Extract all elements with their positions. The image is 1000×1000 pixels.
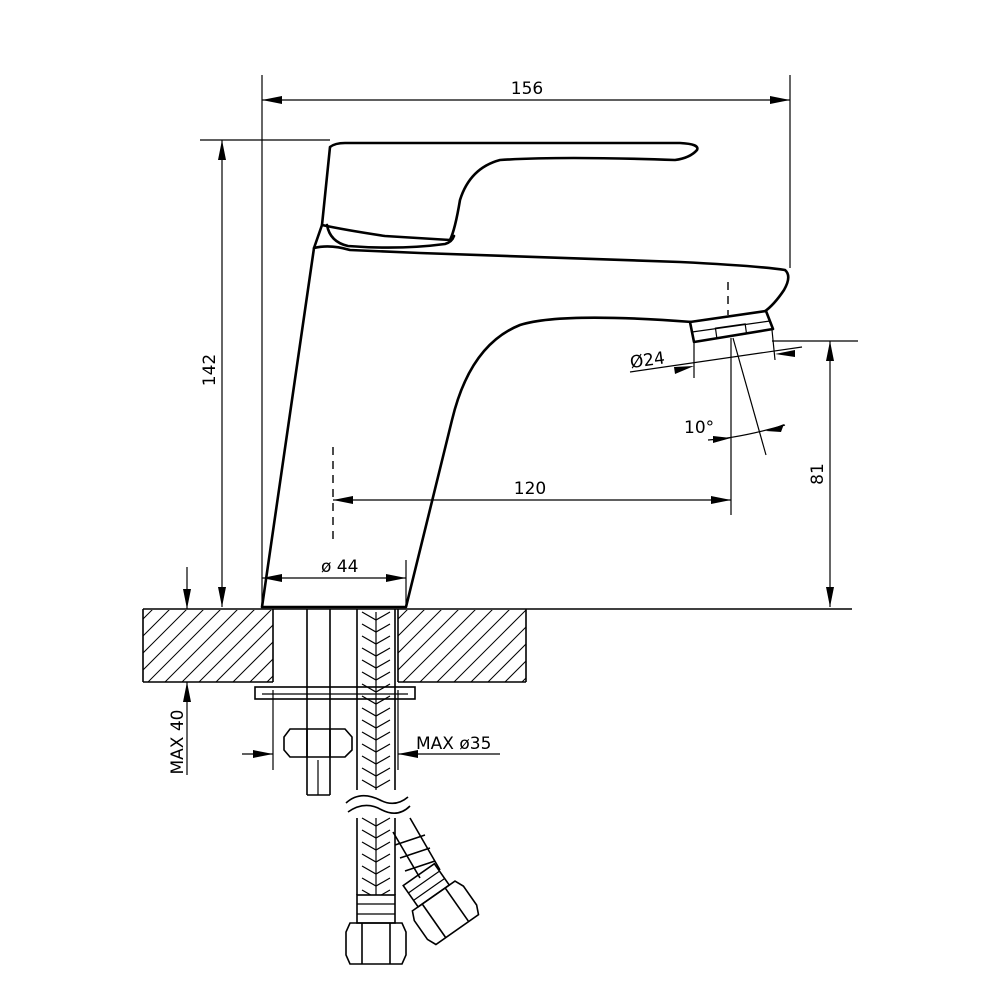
spray-angle-line bbox=[732, 337, 767, 456]
dim-label-10deg: 10° bbox=[684, 418, 714, 438]
hatch-line bbox=[181, 610, 255, 682]
hatch-line bbox=[335, 609, 408, 682]
dimension-overall-width: 156 bbox=[262, 79, 790, 104]
hatch-line bbox=[147, 610, 221, 682]
hatch-line bbox=[539, 609, 612, 682]
hatch-line bbox=[521, 677, 526, 682]
dim-label-44: ø 44 bbox=[321, 557, 358, 577]
dim-label-120: 120 bbox=[514, 479, 546, 499]
hatch-line bbox=[318, 609, 391, 682]
dim-label-142: 142 bbox=[200, 354, 220, 386]
hatch-line bbox=[232, 641, 273, 682]
dim-label-24: Ø24 bbox=[629, 348, 666, 373]
countertop-section bbox=[63, 608, 852, 683]
mounting-hardware bbox=[254, 609, 416, 796]
hatch-line bbox=[573, 609, 646, 682]
hatch-line bbox=[398, 610, 408, 620]
hatch-line bbox=[143, 610, 187, 654]
dim-label-max35: MAX ø35 bbox=[416, 734, 491, 754]
hatch-line bbox=[215, 624, 273, 682]
faucet-body bbox=[260, 141, 790, 609]
hatch-line bbox=[143, 610, 153, 620]
hatch-line bbox=[590, 609, 663, 682]
dimension-spray-angle: 10° bbox=[684, 418, 786, 443]
hatch-line bbox=[419, 610, 493, 682]
deck-hatching-left bbox=[63, 609, 408, 682]
hatch-line bbox=[318, 609, 391, 682]
extension-lines bbox=[200, 75, 858, 607]
hatch-line bbox=[301, 609, 374, 682]
hatch-line bbox=[63, 609, 136, 682]
deck-hatching-right bbox=[318, 609, 663, 682]
hatch-line bbox=[436, 610, 510, 682]
hatch-line bbox=[487, 643, 526, 682]
hatch-line bbox=[143, 610, 170, 637]
hatch-line bbox=[398, 610, 459, 671]
hatch-line bbox=[504, 660, 526, 682]
hose-braid-mark bbox=[361, 889, 391, 895]
hatch-line bbox=[470, 626, 526, 682]
hatch-line bbox=[398, 610, 442, 654]
hatch-line bbox=[398, 610, 425, 637]
hatch-line bbox=[284, 609, 357, 682]
dimension-aerator-diameter: Ø24 bbox=[629, 329, 803, 378]
dim-label-max40: MAX 40 bbox=[168, 710, 188, 775]
dimension-max-hole-diameter: MAX ø35 bbox=[242, 690, 500, 770]
hatch-line bbox=[143, 610, 204, 671]
hatch-line bbox=[453, 610, 526, 682]
dim-label-156: 156 bbox=[511, 79, 543, 99]
supply-hoses bbox=[345, 609, 480, 965]
dimension-max-deck-thickness: MAX 40 bbox=[168, 567, 191, 775]
hatch-line bbox=[164, 610, 238, 682]
dimension-base-diameter: ø 44 bbox=[262, 557, 406, 582]
hatch-line bbox=[249, 658, 273, 682]
dimension-spout-reach: 120 bbox=[333, 479, 731, 504]
dimension-overall-height: 142 bbox=[200, 140, 226, 607]
dim-label-81: 81 bbox=[808, 463, 828, 485]
hatch-line bbox=[266, 675, 273, 682]
aerator bbox=[688, 309, 775, 344]
hatch-line bbox=[402, 610, 476, 682]
hatch-line bbox=[198, 610, 272, 682]
hatch-line bbox=[556, 609, 629, 682]
dimension-spout-height: 81 bbox=[808, 341, 834, 607]
